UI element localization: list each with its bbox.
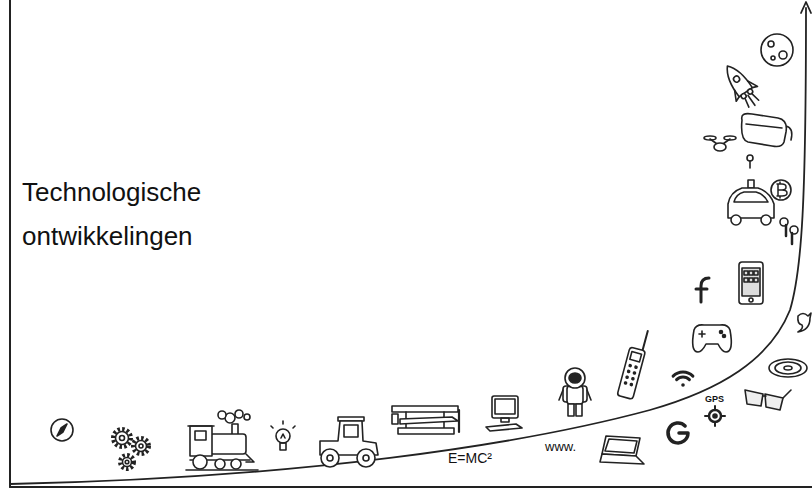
- astronaut: [559, 368, 591, 416]
- game-controller: [693, 325, 732, 352]
- drone: [704, 136, 736, 151]
- old-car: [320, 417, 378, 467]
- vr-headset: [742, 114, 792, 168]
- y-axis: [9, 0, 11, 487]
- google-logo: [668, 423, 688, 443]
- moon: [761, 34, 793, 66]
- gps-label: GPS: [705, 394, 724, 405]
- compass-icon: [51, 419, 73, 441]
- light-bulb: [271, 421, 295, 450]
- growth-curve: [10, 8, 806, 484]
- airpods: [780, 218, 798, 244]
- 3d-glasses: [745, 390, 791, 410]
- self-driving-car: [728, 180, 774, 225]
- wifi-icon: [673, 372, 693, 387]
- formula-label: E=MC²: [448, 450, 492, 466]
- steam-train: [186, 410, 258, 470]
- facebook-logo: [696, 278, 709, 302]
- smartphone: [739, 262, 763, 304]
- axis-title: Technologische ontwikkelingen: [22, 170, 262, 258]
- www-label: www.: [545, 439, 576, 454]
- cordless-phone: [617, 328, 651, 400]
- x-axis: [10, 486, 812, 488]
- gears-icon: [113, 429, 149, 469]
- biplane: [392, 406, 459, 434]
- bitcoin-logo: [771, 180, 791, 200]
- cd-disc: [769, 359, 807, 377]
- laptop: [600, 436, 644, 464]
- twitter-bird: [798, 313, 811, 332]
- desktop-computer: [486, 396, 522, 431]
- gps-target: [705, 406, 725, 426]
- arrow-head: [801, 2, 811, 13]
- rocket: [717, 59, 766, 113]
